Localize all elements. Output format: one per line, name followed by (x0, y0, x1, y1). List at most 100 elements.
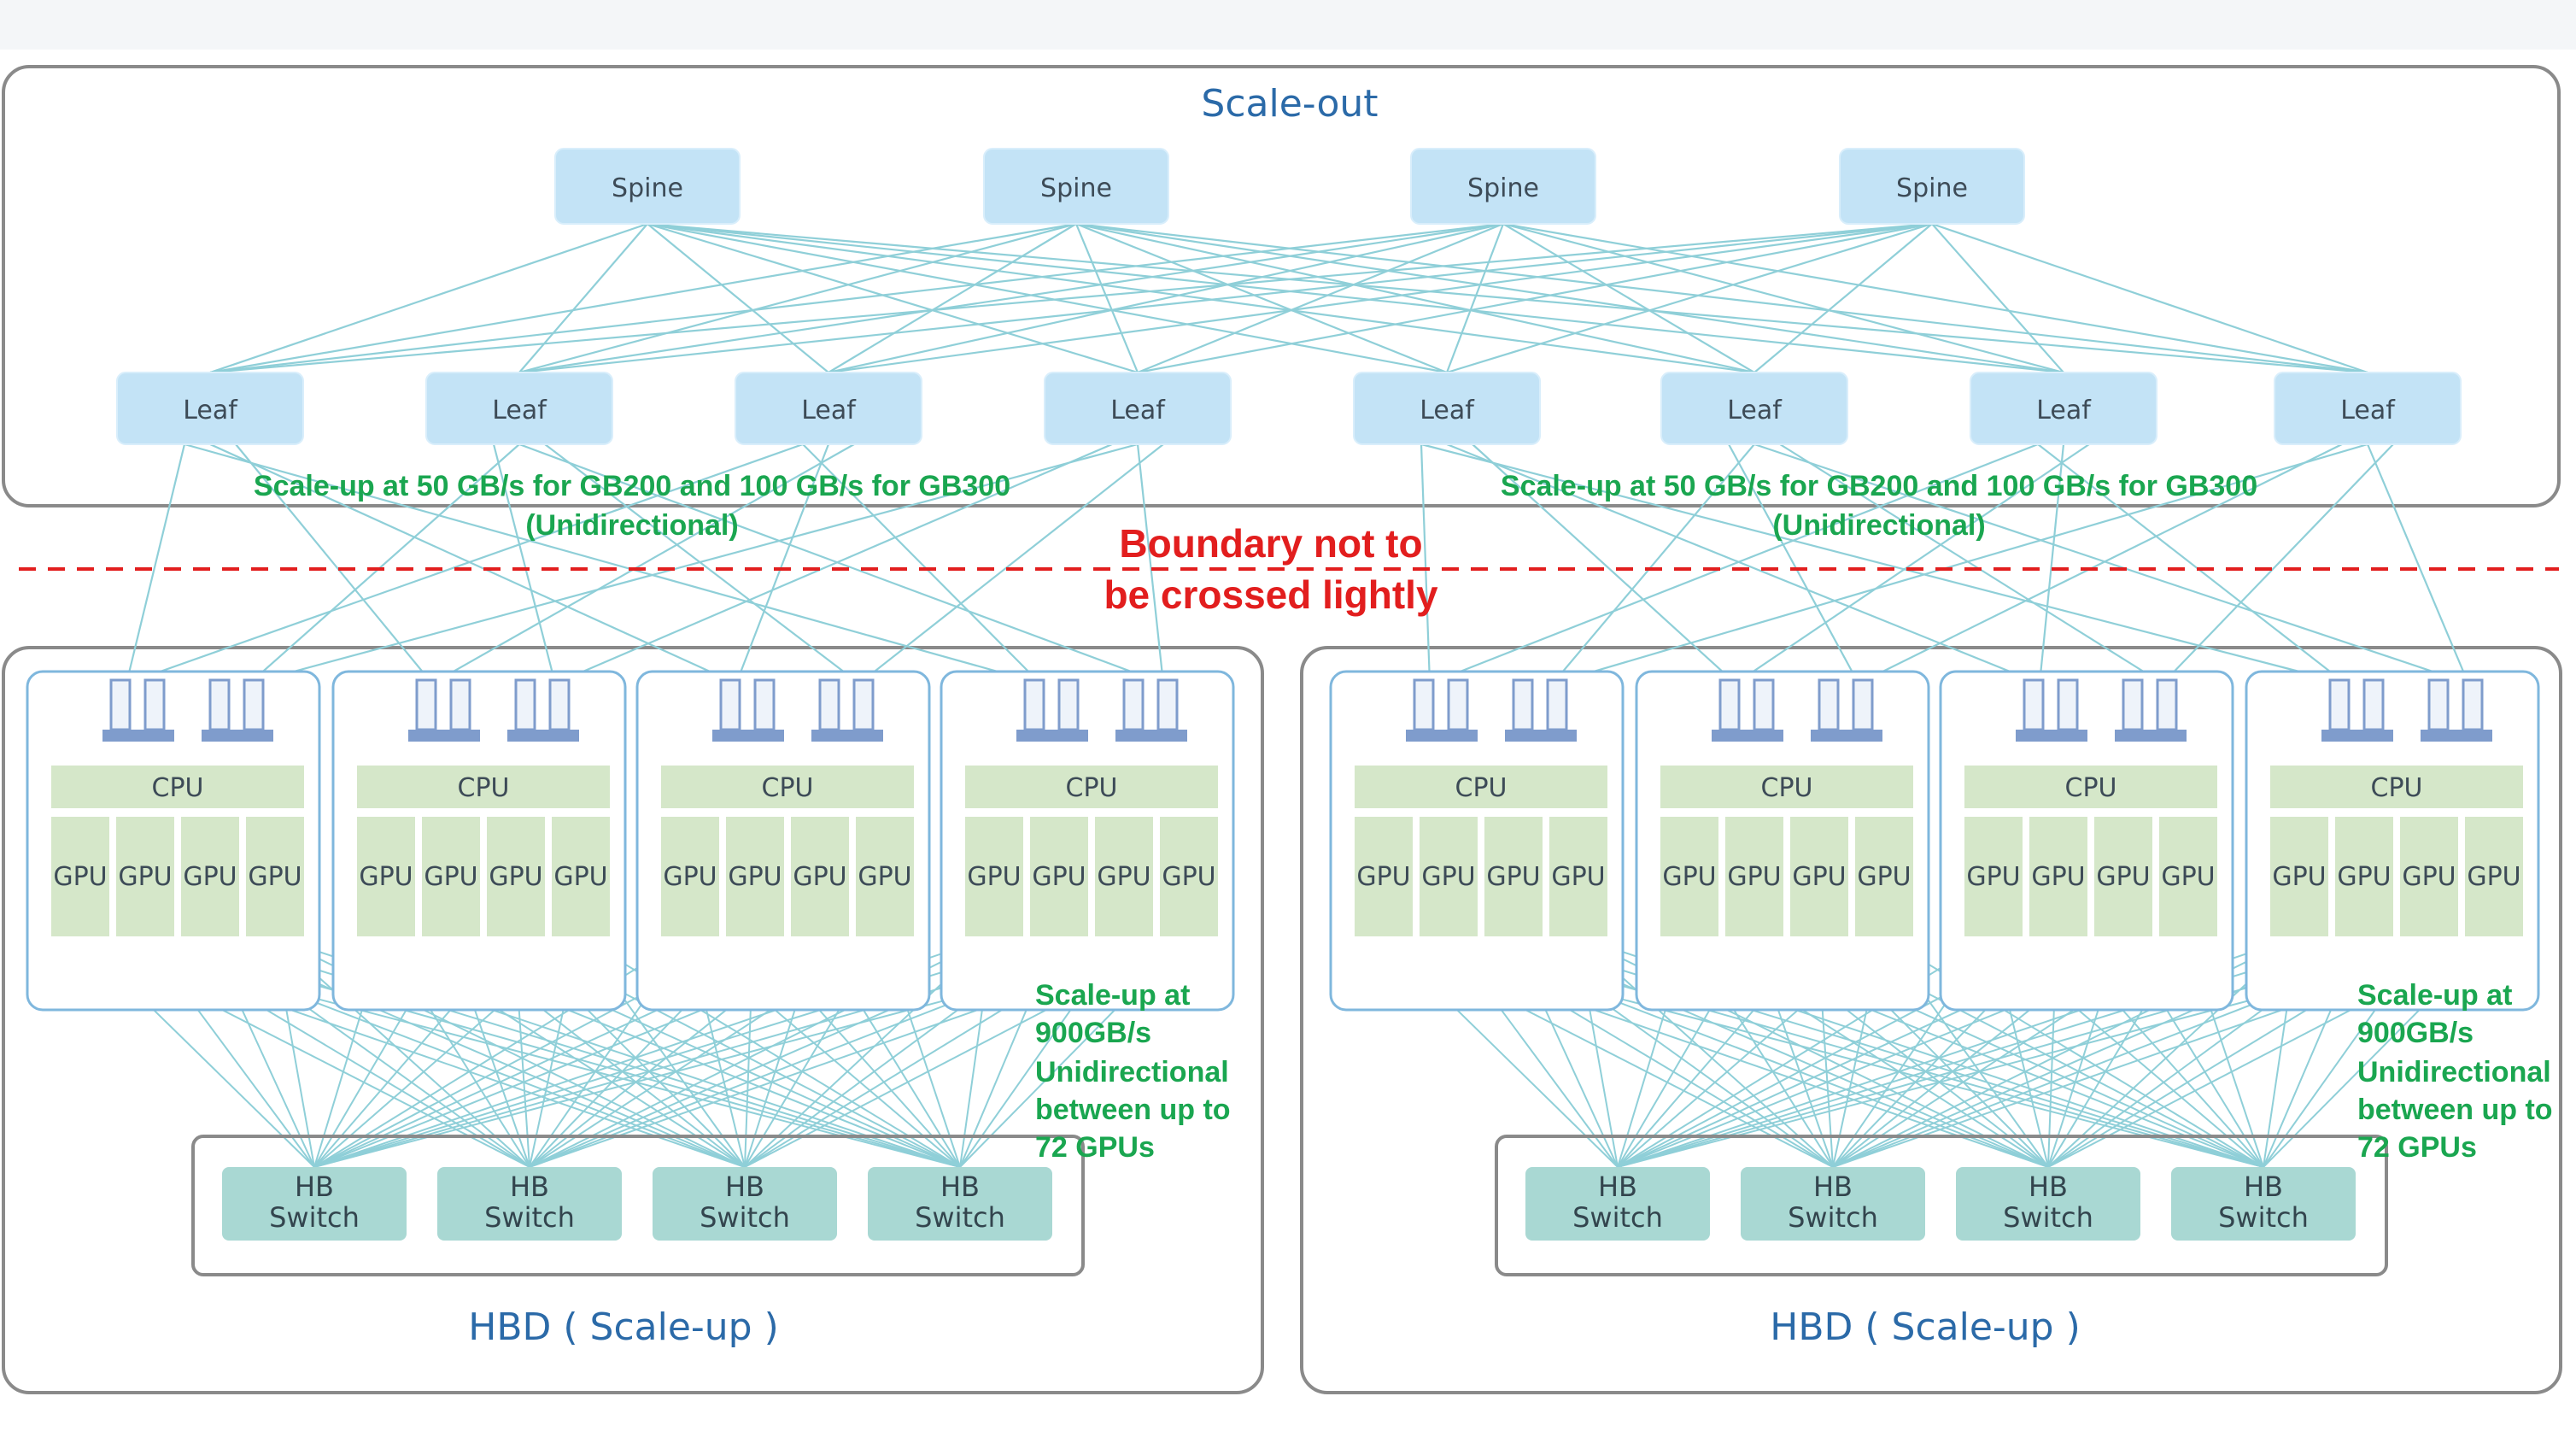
spine-leaf-link (828, 222, 1933, 374)
spine-leaf-link (1446, 222, 1933, 374)
spine-leaf-link (209, 222, 648, 374)
hb-switch-label-line1: HB (2029, 1170, 2068, 1203)
leaf-port-link (249, 443, 1139, 685)
gpu-label: GPU (2402, 862, 2456, 892)
hb-switch-label-line1: HB (2244, 1170, 2283, 1203)
gpu-block (726, 817, 784, 936)
leaf-switch: Leaf (1660, 372, 1848, 445)
gpu-block (1484, 817, 1543, 936)
gpu-label: GPU (728, 862, 782, 892)
spine-leaf-link (828, 223, 1077, 373)
spine-leaf-link (647, 222, 1139, 374)
gpu-label: GPU (1662, 862, 1716, 892)
gpu-block (116, 817, 174, 936)
gpu-label: GPU (1486, 862, 1540, 892)
gpu-block (422, 817, 480, 936)
nvlink-label-right: Scale-up at 900GB/s Unidirectional betwe… (2357, 979, 2553, 1164)
hb-switch-label-line2: Switch (1572, 1201, 1663, 1234)
gpu-block (791, 817, 849, 936)
spine-leaf-link (1075, 222, 2064, 374)
gpu-block (2465, 817, 2523, 936)
gpu-label: GPU (1966, 862, 2020, 892)
spine-leaf-link (1502, 223, 1755, 373)
spine-leaf-link (518, 223, 648, 373)
gpu-label: GPU (663, 862, 717, 892)
cpu-label: CPU (458, 773, 510, 803)
gpu-label: GPU (1857, 862, 1911, 892)
leaf-label: Leaf (2036, 396, 2092, 425)
leaf-port-link (184, 443, 1041, 685)
gpu-block (1790, 817, 1848, 936)
leaf-port-link (735, 443, 830, 684)
leaf-port-link (518, 443, 1164, 685)
leaf-switch: Leaf (2274, 372, 2462, 445)
nic-port-icon (2421, 678, 2492, 742)
hb-switch-label-line2: Switch (269, 1201, 360, 1234)
gpu-block (1420, 817, 1478, 936)
leaf-label: Leaf (183, 396, 238, 425)
hb-switch-label-line2: Switch (484, 1201, 575, 1234)
spine-switch: Spine (554, 148, 741, 225)
spine-leaf-link (1075, 222, 1448, 374)
nvlink-left-line-5: 72 GPUs (1035, 1131, 1155, 1164)
nic-port-icon (102, 678, 174, 742)
cpu-label: CPU (2371, 773, 2423, 803)
leaf-port-link (126, 443, 804, 685)
gpu-label: GPU (183, 862, 237, 892)
leaf-port-link (1429, 443, 2039, 685)
leaf-switch: Leaf (1353, 372, 1541, 445)
scale-out-title: Scale-out (1201, 82, 1378, 126)
gpu-block (965, 817, 1023, 936)
spine-leaf-link (1753, 223, 1933, 373)
gpu-label: GPU (2467, 862, 2520, 892)
gpu-block (2159, 817, 2217, 936)
gpu-block (1725, 817, 1783, 936)
nvlink-right-line-2: 900GB/s (2357, 1017, 2474, 1049)
gpu-block (1030, 817, 1088, 936)
spine-leaf-link (1445, 223, 1505, 373)
spine-leaf-link (647, 222, 1448, 374)
hb-switch-label-line1: HB (510, 1170, 549, 1203)
leaf-port-link (2038, 443, 2065, 684)
spine-leaf-link (828, 222, 1504, 374)
nic-port-icon (202, 678, 273, 742)
spine-switch: Spine (1839, 148, 2025, 225)
leaf-label: Leaf (1420, 396, 1475, 425)
spine-switch: Spine (983, 148, 1169, 225)
spine-leaf-link (1931, 223, 2064, 373)
hbd-frame-left (2, 646, 1264, 1394)
gpu-label: GPU (1727, 862, 1781, 892)
cpu-label: CPU (1761, 773, 1813, 803)
gpu-block (2029, 817, 2087, 936)
hbd-title-right: HBD ( Scale-up ) (1770, 1305, 2081, 1349)
gpu-label: GPU (1032, 862, 1086, 892)
gpu-block (2335, 817, 2393, 936)
gpu-block (552, 817, 610, 936)
leaf-port-link (1728, 443, 1859, 684)
nvlink-left-line-3: Unidirectional (1035, 1056, 1229, 1088)
nic-port-icon (2321, 678, 2393, 742)
gpu-label: GPU (359, 862, 413, 892)
hb-switch-label-line2: Switch (915, 1201, 1005, 1234)
spine-leaf-link (209, 222, 1504, 374)
gpu-label: GPU (53, 862, 107, 892)
leaf-port-link (858, 443, 1164, 684)
spine-leaf-link (1075, 222, 1755, 374)
cpu-label: CPU (152, 773, 204, 803)
gpu-label: GPU (553, 862, 607, 892)
gpu-label: GPU (2096, 862, 2150, 892)
leaf-label: Leaf (1727, 396, 1783, 425)
gpu-label: GPU (118, 862, 172, 892)
leaf-port-link (1552, 443, 1755, 684)
gpu-block (1355, 817, 1413, 936)
leaf-port-link (125, 443, 186, 684)
